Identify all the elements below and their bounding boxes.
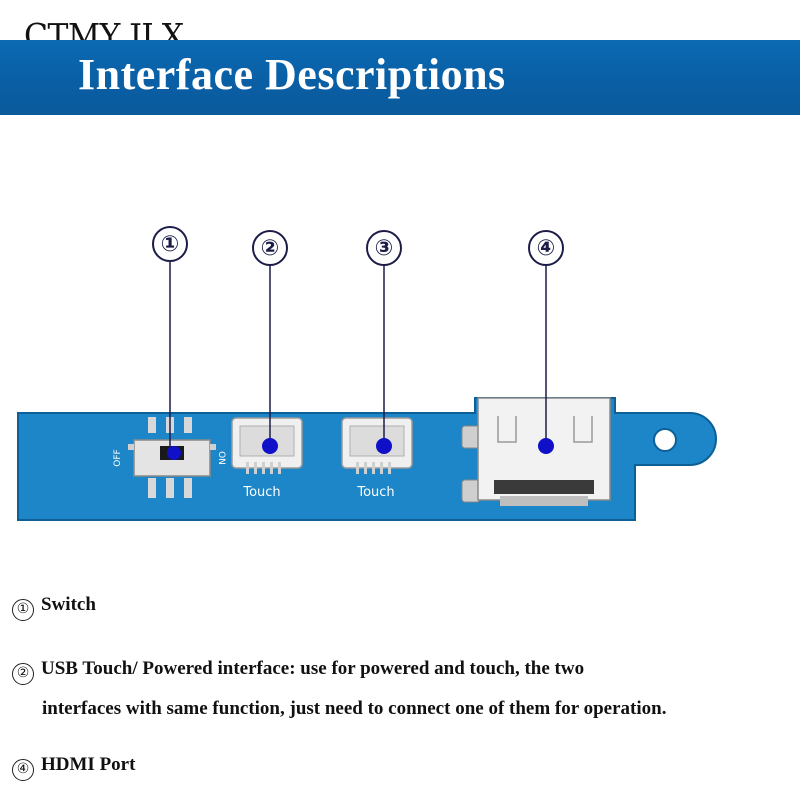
board-diagram: OFF ON Touch Touch xyxy=(0,200,800,560)
legend-text-4: HDMI Port xyxy=(41,754,136,775)
callout-1: ① xyxy=(152,226,188,262)
callout-4: ④ xyxy=(528,230,564,266)
board-illustration: OFF ON Touch Touch xyxy=(17,262,717,521)
header-banner xyxy=(0,40,800,115)
switch-on-label: ON xyxy=(216,451,226,465)
legend-item-hdmi: ④ HDMI Port xyxy=(12,754,135,781)
usb-port-2-label: Touch xyxy=(242,485,280,500)
marker-dot-3 xyxy=(376,438,392,454)
hdmi-port xyxy=(461,397,611,506)
legend-item-switch: ① Switch xyxy=(12,594,96,621)
legend-item-usb: ② USB Touch/ Powered interface: use for p… xyxy=(12,658,584,685)
usb-port-3 xyxy=(341,417,413,474)
marker-dot-1 xyxy=(167,446,181,460)
power-switch xyxy=(128,417,216,498)
usb-port-3-label: Touch xyxy=(356,485,394,500)
page-title: Interface Descriptions xyxy=(78,50,506,99)
marker-dot-4 xyxy=(538,438,554,454)
mounting-hole xyxy=(653,428,677,452)
switch-off-label: OFF xyxy=(113,449,123,466)
legend-text-2-continuation: interfaces with same function, just need… xyxy=(42,698,667,719)
callout-3: ③ xyxy=(366,230,402,266)
callout-2: ② xyxy=(252,230,288,266)
legend-marker-4: ④ xyxy=(12,759,34,781)
legend-text-2: USB Touch/ Powered interface: use for po… xyxy=(41,658,585,679)
marker-dot-2 xyxy=(262,438,278,454)
legend-marker-2: ② xyxy=(12,663,34,685)
legend-marker-1: ① xyxy=(12,599,34,621)
legend-text-1: Switch xyxy=(41,594,96,615)
